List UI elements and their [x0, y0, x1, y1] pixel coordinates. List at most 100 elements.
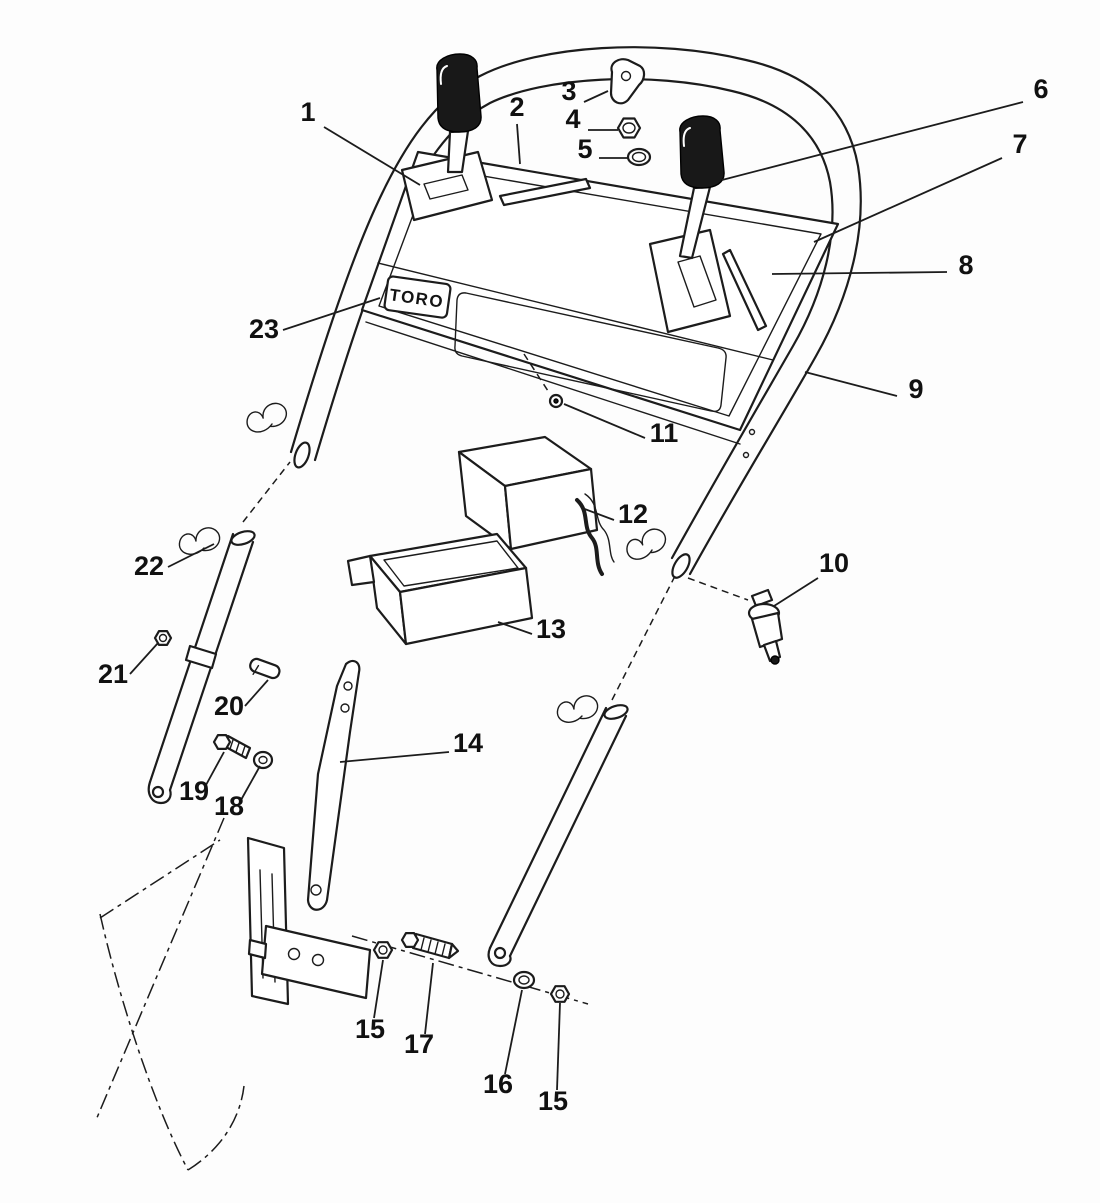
- key-part: [609, 58, 646, 105]
- callout-label-19: 19: [179, 776, 209, 806]
- battery-wire-thick: [575, 498, 604, 576]
- battery-tray: [346, 532, 534, 646]
- callout-leader-16: [504, 989, 523, 1075]
- callout-leader-1: [323, 126, 421, 186]
- o-ring-5: [626, 147, 652, 167]
- callout-label-9: 9: [908, 374, 923, 404]
- tube-flat-end: [147, 780, 172, 805]
- callout-label-3: 3: [561, 76, 576, 106]
- callout-leader-19: [205, 751, 225, 786]
- screw-alignment-line: [523, 353, 551, 395]
- deck-outline: [95, 817, 589, 1171]
- callout-leader-10: [773, 577, 819, 607]
- tray-tab: [346, 554, 376, 587]
- washer-16: [512, 970, 536, 990]
- callout-leader-22: [167, 543, 215, 568]
- callout-label-20: 20: [214, 691, 244, 721]
- support-bracket: [306, 659, 361, 911]
- callout-label-8: 8: [958, 250, 973, 280]
- lever-knob-right-highlight: [682, 127, 691, 147]
- panel-fold-line: [377, 262, 774, 361]
- mounting-bracket-deck: [246, 836, 372, 1006]
- hairpin-clip-upper-left: [243, 400, 291, 436]
- ignition-switch: [687, 577, 784, 665]
- tube-alignment-left: [242, 461, 291, 523]
- tube-cap: [603, 704, 629, 720]
- callout-leader-9: [804, 371, 898, 397]
- callout-label-7: 7: [1012, 129, 1027, 159]
- lever-slot-left: [498, 177, 592, 207]
- callout-leader-20: [244, 679, 269, 707]
- label-recess: [454, 292, 727, 413]
- callout-label-11: 11: [650, 418, 679, 448]
- callout-label-18: 18: [214, 791, 244, 821]
- callout-label-17: 17: [404, 1029, 434, 1059]
- callout-label-5: 5: [577, 134, 592, 164]
- key-part-hole: [620, 70, 632, 82]
- right-control-lever: [648, 115, 732, 334]
- callout-leader-8: [771, 271, 948, 275]
- switch-alignment-line: [687, 577, 749, 601]
- callout-leader-6: [721, 101, 1024, 181]
- washer-18: [252, 750, 274, 770]
- hairpin-clip-lower-right: [554, 693, 601, 725]
- callout-leader-14: [339, 751, 450, 763]
- callout-label-15: 15: [355, 1014, 385, 1044]
- tube-end-hole: [151, 785, 165, 799]
- battery-wire-thin: [584, 493, 615, 563]
- tube-hole: [748, 428, 756, 436]
- bolt-19: [212, 733, 252, 760]
- lower-handle-tube-left: [147, 461, 291, 805]
- callout-label-15b: 15: [538, 1086, 568, 1116]
- callout-leader-13: [497, 621, 533, 635]
- tube-end-cap-left: [293, 441, 311, 469]
- panel-screw-11: [523, 353, 564, 409]
- toro-logo: TORO: [383, 275, 452, 319]
- callout-leader-3: [583, 90, 609, 103]
- hardware-left: [153, 629, 281, 770]
- toro-logo-plate: [383, 275, 452, 319]
- callout-leader-21: [129, 642, 159, 675]
- nut-15a: [372, 941, 394, 959]
- lever-knob-right: [679, 115, 725, 189]
- callout-label-16: 16: [483, 1069, 513, 1099]
- hex-nut-4: [616, 117, 642, 139]
- lever-knob-left: [436, 53, 482, 133]
- bolt-17: [400, 931, 460, 960]
- tube-flat-end: [487, 946, 512, 968]
- tube-cap: [230, 530, 256, 546]
- lever-slot-right: [721, 248, 768, 332]
- callout-label-10: 10: [819, 548, 849, 578]
- callout-label-13: 13: [536, 614, 566, 644]
- hairpin-clip-upper-right: [622, 525, 671, 564]
- callout-leader-12: [581, 507, 615, 521]
- callout-label-2: 2: [509, 92, 524, 122]
- callout-leader-17: [424, 962, 434, 1035]
- left-control-lever: [400, 53, 494, 222]
- handle-tube-outer-edge: [289, 46, 862, 576]
- lever-knob-left-highlight: [439, 65, 448, 85]
- handle-centerline: [95, 817, 225, 1121]
- callout-leader-18: [240, 765, 261, 801]
- callout-label-21: 21: [98, 659, 128, 689]
- callout-leader-2: [516, 123, 521, 165]
- callout-label-1: 1: [300, 97, 315, 127]
- lower-handle-tube-right: [487, 573, 677, 968]
- callout-label-14: 14: [453, 728, 483, 758]
- tube-sleeve: [184, 644, 218, 670]
- callout-leader-7: [813, 157, 1003, 243]
- nut-21: [153, 629, 173, 647]
- callout-leader-15: [373, 959, 384, 1019]
- callout-leader-23: [282, 297, 381, 331]
- callout-label-6: 6: [1033, 74, 1048, 104]
- tube-alignment-right: [611, 573, 677, 701]
- callout-label-23: 23: [249, 314, 279, 344]
- callout-leader-15b: [556, 1002, 561, 1091]
- nut-15b: [549, 985, 571, 1003]
- hardware-bottom: [372, 931, 571, 1003]
- lever-base-slot-left: [423, 174, 469, 200]
- tube-end-hole: [493, 946, 507, 960]
